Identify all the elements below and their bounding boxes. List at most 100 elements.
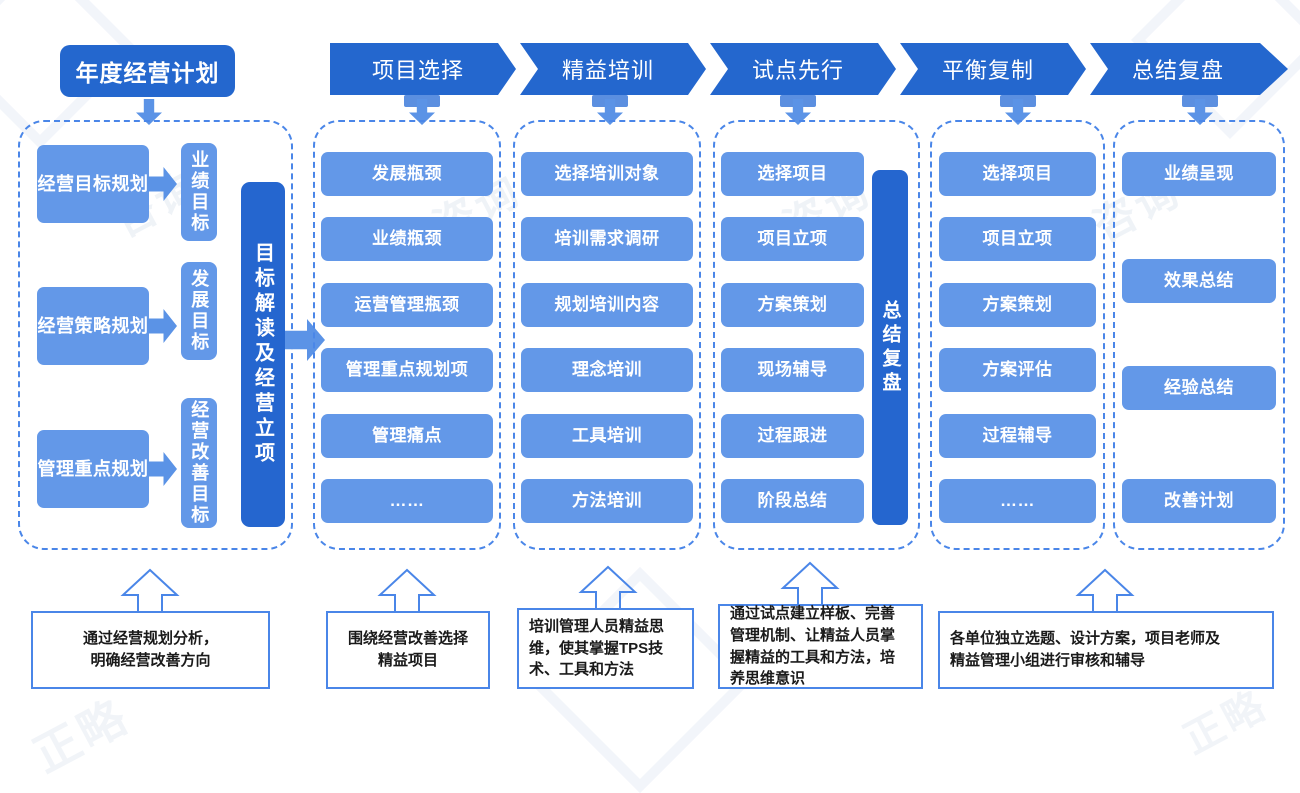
pilot-summary-label: 总结复盘: [879, 299, 901, 396]
item-label: 规划培训内容: [554, 295, 660, 315]
replication-item[interactable]: 选择项目: [939, 152, 1096, 196]
goal-box[interactable]: 发展目标: [181, 262, 217, 360]
project-selection-item[interactable]: 发展瓶颈: [321, 152, 493, 196]
caption-box: 各单位独立选题、设计方案，项目老师及 精益管理小组进行审核和辅导: [938, 611, 1274, 689]
plan-box[interactable]: 经营目标规划: [37, 145, 149, 223]
item-label: 方案策划: [982, 295, 1053, 315]
replication-item[interactable]: 方案策划: [939, 283, 1096, 327]
plan-box[interactable]: 管理重点规划: [37, 430, 149, 508]
item-label: 运营管理瓶颈: [354, 295, 460, 315]
replication-item[interactable]: 方案评估: [939, 348, 1096, 392]
pilot-item[interactable]: 现场辅导: [721, 348, 864, 392]
banner-stage-1[interactable]: 精益培训: [520, 43, 706, 95]
banner-stage-label: 项目选择: [371, 58, 464, 83]
annual-plan-pill-label: 年度经营计划: [75, 60, 220, 86]
item-label: 理念培训: [572, 360, 642, 380]
pilot-summary-bar[interactable]: 总结复盘: [872, 170, 908, 525]
goal-interpretation-label: 目标解读及经营立项: [251, 242, 274, 467]
goal-interpretation-bar[interactable]: 目标解读及经营立项: [241, 182, 285, 527]
item-label: 方案评估: [982, 360, 1053, 380]
annual-plan-pill[interactable]: 年度经营计划: [60, 45, 235, 97]
item-label: 项目立项: [757, 229, 828, 249]
item-label: 发展瓶颈: [372, 164, 442, 184]
project-selection-item[interactable]: ……: [321, 479, 493, 523]
lean-training-item[interactable]: 方法培训: [521, 479, 693, 523]
replication-item[interactable]: ……: [939, 479, 1096, 523]
caption-box: 培训管理人员精益思 维，使其掌握TPS技 术、工具和方法: [517, 608, 694, 689]
item-label: 阶段总结: [757, 491, 828, 511]
goal-box-label: 业绩目标: [189, 150, 210, 234]
item-label: 选择项目: [757, 164, 828, 184]
stage-banner: 项目选择 精益培训 试点先行 平衡复制 总结复盘: [330, 43, 1288, 95]
summary-item[interactable]: 业绩呈现: [1122, 152, 1276, 196]
project-selection-item[interactable]: 运营管理瓶颈: [321, 283, 493, 327]
item-label: 项目立项: [982, 229, 1053, 249]
callout-arrow-up-icon: [578, 565, 638, 611]
summary-item[interactable]: 经验总结: [1122, 366, 1276, 410]
pilot-item[interactable]: 方案策划: [721, 283, 864, 327]
column-summary-review: [1113, 120, 1285, 550]
callout-arrow-up-icon: [377, 568, 437, 614]
item-label: 管理痛点: [372, 426, 442, 446]
callout-arrow-up-icon: [780, 561, 840, 607]
lean-training-item[interactable]: 工具培训: [521, 414, 693, 458]
banner-stage-label: 试点先行: [751, 58, 844, 83]
banner-stage-2[interactable]: 试点先行: [710, 43, 896, 95]
plan-box-label: 管理重点规划: [37, 458, 149, 479]
column-balanced-replication: [930, 120, 1105, 550]
project-selection-item[interactable]: 管理痛点: [321, 414, 493, 458]
item-label: 方案策划: [757, 295, 828, 315]
summary-item[interactable]: 改善计划: [1122, 479, 1276, 523]
item-label: 过程辅导: [982, 426, 1053, 446]
watermark-text: 正略: [25, 689, 138, 783]
plan-box[interactable]: 经营策略规划: [37, 287, 149, 365]
lean-training-item[interactable]: 选择培训对象: [521, 152, 693, 196]
lean-training-item[interactable]: 理念培训: [521, 348, 693, 392]
item-label: 方法培训: [572, 491, 642, 511]
banner-stage-label: 精益培训: [561, 58, 654, 83]
column-lean-training: [513, 120, 701, 550]
item-label: 效果总结: [1164, 271, 1234, 291]
caption-text: 各单位独立选题、设计方案，项目老师及 精益管理小组进行审核和辅导: [950, 630, 1221, 669]
caption-text: 培训管理人员精益思 维，使其掌握TPS技 术、工具和方法: [529, 617, 665, 679]
banner-stage-label: 总结复盘: [1131, 58, 1224, 83]
item-label: 选择项目: [982, 164, 1053, 184]
callout-arrow-up-icon: [120, 568, 180, 614]
item-label: 经验总结: [1164, 378, 1234, 398]
banner-stage-label: 平衡复制: [941, 58, 1034, 83]
banner-stage-0[interactable]: 项目选择: [330, 43, 516, 95]
caption-box: 通过经营规划分析， 明确经营改善方向: [31, 611, 270, 689]
replication-item[interactable]: 项目立项: [939, 217, 1096, 261]
lean-training-item[interactable]: 规划培训内容: [521, 283, 693, 327]
item-label: ……: [389, 491, 425, 511]
goal-box-label: 经营改善目标: [189, 400, 210, 526]
item-label: 过程跟进: [757, 426, 828, 446]
goal-box-label: 发展目标: [189, 269, 210, 353]
item-label: 业绩瓶颈: [372, 229, 442, 249]
item-label: ……: [1000, 491, 1035, 511]
plan-box-label: 经营策略规划: [37, 315, 149, 336]
goal-box[interactable]: 业绩目标: [181, 143, 217, 241]
pilot-item[interactable]: 项目立项: [721, 217, 864, 261]
replication-item[interactable]: 过程辅导: [939, 414, 1096, 458]
callout-arrow-up-icon: [1075, 568, 1135, 614]
pilot-item[interactable]: 过程跟进: [721, 414, 864, 458]
item-label: 选择培训对象: [554, 164, 660, 184]
item-label: 现场辅导: [757, 360, 828, 380]
item-label: 业绩呈现: [1164, 164, 1234, 184]
item-label: 工具培训: [572, 426, 642, 446]
project-selection-item[interactable]: 业绩瓶颈: [321, 217, 493, 261]
goal-box[interactable]: 经营改善目标: [181, 398, 217, 528]
column-pilot-first: [713, 120, 920, 550]
item-label: 改善计划: [1164, 491, 1234, 511]
banner-band: [330, 43, 1288, 95]
plan-box-label: 经营目标规划: [37, 173, 149, 194]
summary-item[interactable]: 效果总结: [1122, 259, 1276, 303]
banner-stage-4[interactable]: 总结复盘: [1090, 43, 1276, 95]
pilot-item[interactable]: 阶段总结: [721, 479, 864, 523]
project-selection-item[interactable]: 管理重点规划项: [321, 348, 493, 392]
pilot-item[interactable]: 选择项目: [721, 152, 864, 196]
lean-training-item[interactable]: 培训需求调研: [521, 217, 693, 261]
banner-stage-3[interactable]: 平衡复制: [900, 43, 1086, 95]
